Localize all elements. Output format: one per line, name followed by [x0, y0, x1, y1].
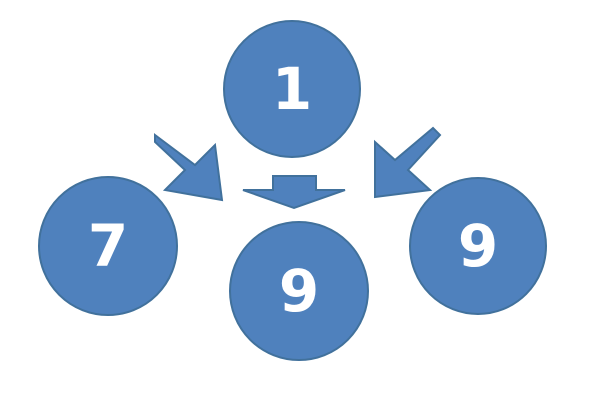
node-left-circle: [38, 176, 178, 316]
node-top-circle: [223, 20, 361, 158]
node-left-label: 7: [88, 212, 128, 280]
arrow-to-right: [374, 126, 442, 199]
node-center: 9: [229, 221, 369, 361]
arrow-to-left: [154, 133, 224, 202]
node-top-label: 1: [272, 55, 312, 123]
node-center-circle: [229, 221, 369, 361]
node-right-label: 9: [458, 212, 498, 280]
node-right: 9: [409, 177, 547, 315]
arrow-to-center: [242, 175, 346, 210]
node-top: 1: [223, 20, 361, 158]
node-left: 7: [38, 176, 178, 316]
arrows-group: [154, 126, 442, 210]
node-right-circle: [409, 177, 547, 315]
node-center-label: 9: [279, 257, 319, 325]
